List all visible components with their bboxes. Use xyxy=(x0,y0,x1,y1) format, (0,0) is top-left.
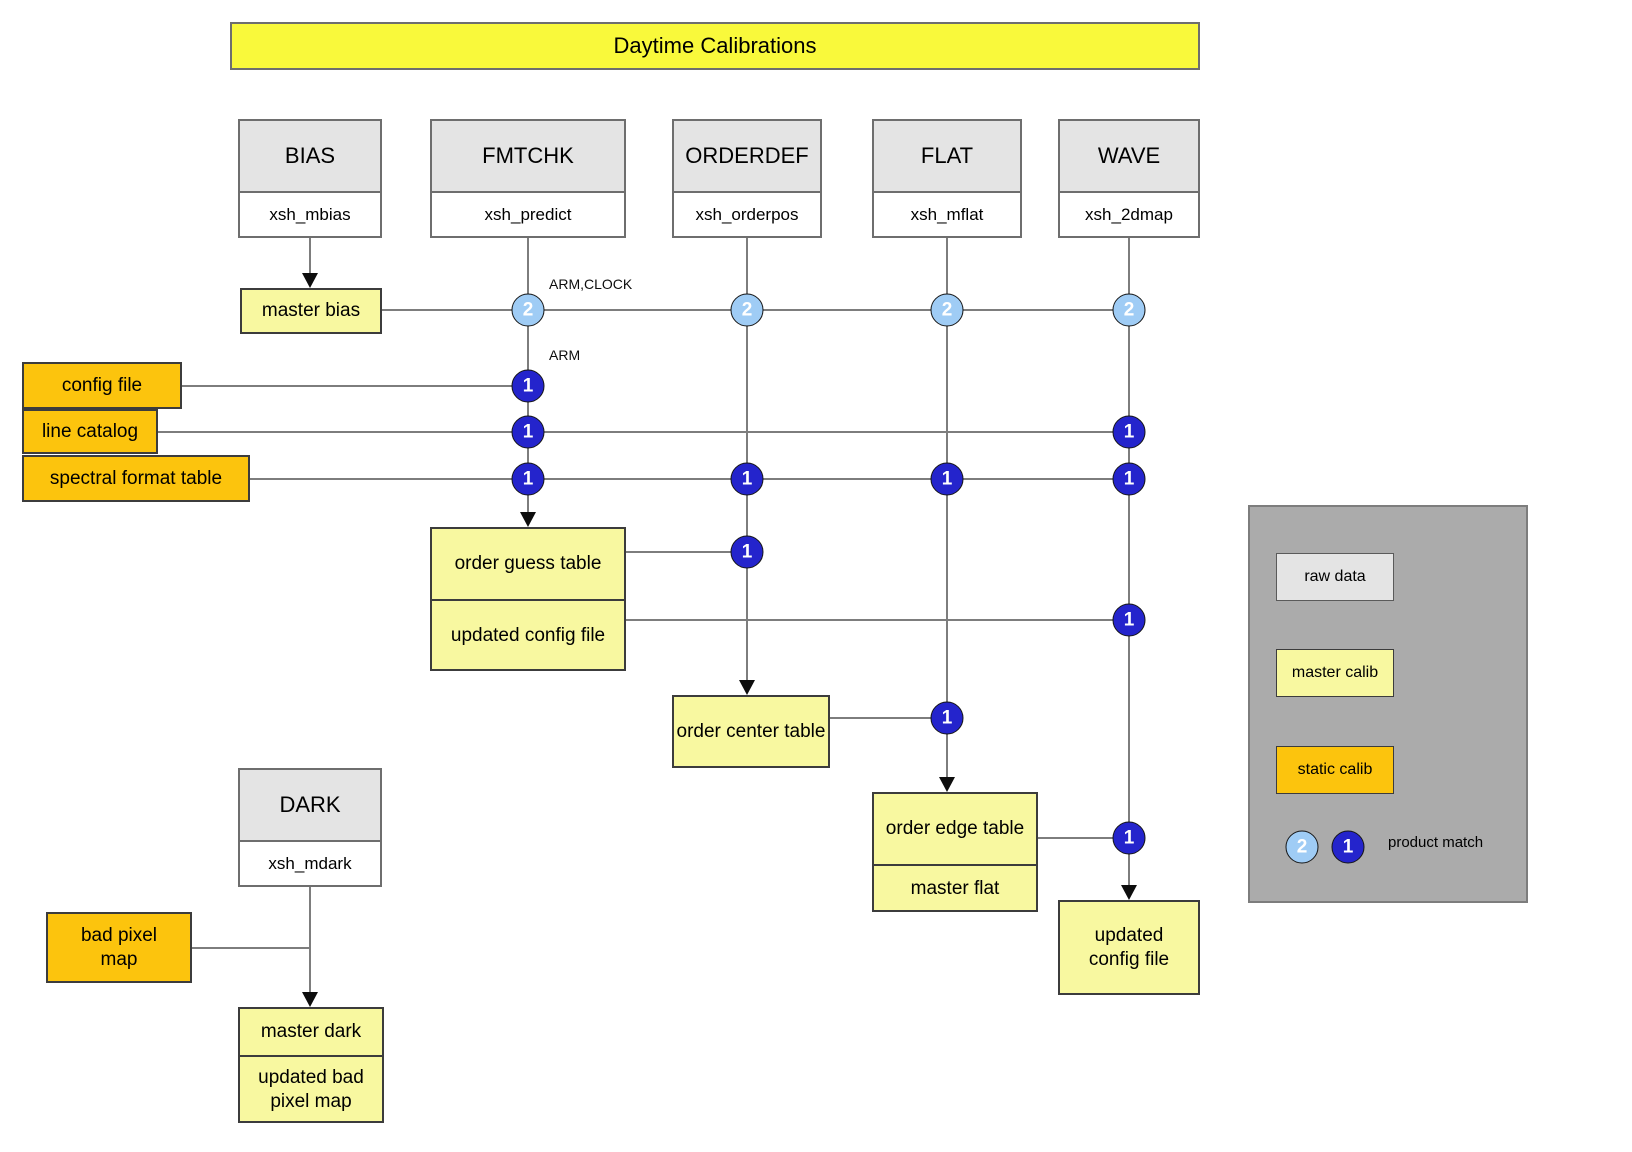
connector-line-catalog-row xyxy=(158,431,1129,433)
product-match-1-spectral-orderdef: 1 xyxy=(730,462,764,496)
connector-order-guess-row xyxy=(626,551,747,553)
product-updated-config-file-wave: updated config file xyxy=(1058,900,1200,995)
product-match-1-spectral-fmtchk: 1 xyxy=(511,462,545,496)
diagram-title: Daytime Calibrations xyxy=(230,22,1200,70)
product-order-guess-table: order guess table xyxy=(454,553,602,575)
product-order-edge-table: order edge table xyxy=(885,818,1025,840)
product-match-1-edge-wave: 1 xyxy=(1112,821,1146,855)
product-order-center-table: order center table xyxy=(672,695,830,768)
recipe-box-fmtchk: FMTCHK xsh_predict xyxy=(430,119,626,238)
static-config-file: config file xyxy=(22,362,182,409)
static-spectral-format-table: spectral format table xyxy=(22,455,250,502)
product-match-1-config-fmtchk: 1 xyxy=(511,369,545,403)
down-arrow-icon-master-dark xyxy=(302,992,318,1007)
connector-order-edge-row xyxy=(1038,837,1129,839)
legend: raw data master calib static calib 2 1 p… xyxy=(1248,505,1528,903)
recipe-name-flat: FLAT xyxy=(874,121,1020,193)
product-master-dark: master dark xyxy=(260,1021,362,1043)
legend-raw-data: raw data xyxy=(1276,553,1394,601)
product-match-1-updcfg-wave: 1 xyxy=(1112,603,1146,637)
connector-orderdef-down xyxy=(746,238,748,681)
product-order-guess-group: order guess table updated config file xyxy=(430,527,626,671)
recipe-command-fmtchk: xsh_predict xyxy=(432,192,624,236)
recipe-name-fmtchk: FMTCHK xyxy=(432,121,624,193)
product-match-2-wave: 2 xyxy=(1112,293,1146,327)
down-arrow-icon-order-guess xyxy=(520,512,536,527)
legend-static-calib: static calib xyxy=(1276,746,1394,794)
down-arrow-icon-order-center xyxy=(739,680,755,695)
legend-master-calib: master calib xyxy=(1276,649,1394,697)
product-match-2-flat: 2 xyxy=(930,293,964,327)
connector-order-center-row xyxy=(830,717,947,719)
product-updated-bad-pixel-map: updated bad pixel map xyxy=(240,1055,382,1123)
recipe-name-dark: DARK xyxy=(240,770,380,842)
down-arrow-icon-updated-config xyxy=(1121,885,1137,900)
connector-bad-pixel-row xyxy=(192,947,310,949)
recipe-name-wave: WAVE xyxy=(1060,121,1198,193)
edge-label-arm-clock: ARM,CLOCK xyxy=(549,276,633,292)
product-order-edge-group: order edge table master flat xyxy=(872,792,1038,912)
recipe-command-flat: xsh_mflat xyxy=(874,192,1020,236)
recipe-command-orderdef: xsh_orderpos xyxy=(674,192,820,236)
product-match-2-fmtchk: 2 xyxy=(511,293,545,327)
product-match-1-guess-orderdef: 1 xyxy=(730,535,764,569)
product-match-1-spectral-flat: 1 xyxy=(930,462,964,496)
recipe-box-orderdef: ORDERDEF xsh_orderpos xyxy=(672,119,822,238)
recipe-name-orderdef: ORDERDEF xyxy=(674,121,820,193)
legend-product-match-label: product match xyxy=(1388,834,1484,851)
connector-bias-down xyxy=(309,238,311,274)
recipe-command-wave: xsh_2dmap xyxy=(1060,192,1198,236)
static-line-catalog: line catalog xyxy=(22,409,158,454)
down-arrow-icon-master-bias xyxy=(302,273,318,288)
product-match-1-linecat-wave: 1 xyxy=(1112,415,1146,449)
recipe-command-bias: xsh_mbias xyxy=(240,192,380,236)
connector-flat-down xyxy=(946,238,948,777)
connector-config-file-row xyxy=(182,385,528,387)
product-master-flat: master flat xyxy=(874,864,1036,912)
recipe-name-bias: BIAS xyxy=(240,121,380,193)
connector-dark-down xyxy=(309,887,311,992)
product-match-1-linecat-fmtchk: 1 xyxy=(511,415,545,449)
product-master-bias: master bias xyxy=(240,288,382,334)
recipe-box-dark: DARK xsh_mdark xyxy=(238,768,382,887)
recipe-box-bias: BIAS xsh_mbias xyxy=(238,119,382,238)
recipe-box-flat: FLAT xsh_mflat xyxy=(872,119,1022,238)
connector-spectral-format-row xyxy=(250,478,1129,480)
static-bad-pixel-map: bad pixel map xyxy=(46,912,192,983)
legend-match-2-icon: 2 xyxy=(1285,830,1319,864)
product-master-dark-group: master dark updated bad pixel map xyxy=(238,1007,384,1123)
legend-match-1-icon: 1 xyxy=(1331,830,1365,864)
product-updated-config-file-fmtchk: updated config file xyxy=(432,599,624,671)
recipe-command-dark: xsh_mdark xyxy=(240,841,380,885)
product-match-1-spectral-wave: 1 xyxy=(1112,462,1146,496)
product-match-1-center-flat: 1 xyxy=(930,701,964,735)
connector-wave-down xyxy=(1128,238,1130,886)
down-arrow-icon-order-edge xyxy=(939,777,955,792)
connector-updated-config-row xyxy=(626,619,1129,621)
product-match-2-orderdef: 2 xyxy=(730,293,764,327)
edge-label-arm: ARM xyxy=(549,347,581,363)
recipe-box-wave: WAVE xsh_2dmap xyxy=(1058,119,1200,238)
